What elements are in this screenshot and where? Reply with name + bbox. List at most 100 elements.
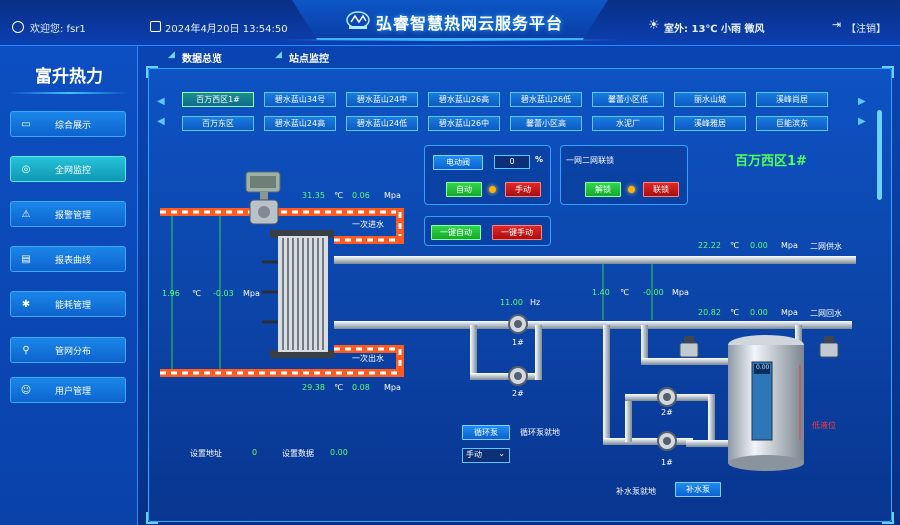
circulation-pump-2[interactable]	[508, 366, 528, 386]
set-address-value[interactable]: 0	[252, 448, 258, 457]
pump-frequency: 11.00	[500, 298, 523, 307]
press-unit: Mpa	[781, 308, 798, 317]
set-data-label: 设置数据	[282, 449, 314, 458]
circulation-pump-loop	[470, 325, 542, 380]
onekey-auto-button[interactable]: 一键自动	[431, 225, 481, 240]
station-button[interactable]: 溪峰雅居	[674, 116, 746, 131]
pump-mode-select[interactable]: 手动 ⌄	[462, 448, 510, 463]
unlock-button[interactable]: 解锁	[585, 182, 621, 197]
station-button[interactable]: 馨蕾小区低	[592, 92, 664, 107]
onekey-manual-button[interactable]: 一键手动	[492, 225, 542, 240]
panel-corner	[882, 512, 894, 524]
circulation-pump-status: 循环泵就地	[520, 428, 560, 437]
platform-logo-icon	[346, 11, 370, 29]
panel-corner	[146, 66, 158, 78]
plate-heat-exchanger	[262, 230, 334, 358]
station-button[interactable]: 水泥厂	[592, 116, 664, 131]
secondary-return-press: 0.00	[750, 308, 768, 317]
station-button[interactable]: 碧水蓝山26高	[428, 92, 500, 107]
sidebar-item-alarm[interactable]: ⚠报警管理	[10, 201, 126, 227]
title-underline	[280, 39, 620, 41]
temp-unit: ℃	[334, 383, 343, 392]
secondary-supply-press: 0.00	[750, 241, 768, 250]
circulation-pump-1-label: 1#	[512, 338, 524, 347]
press-unit: Mpa	[672, 288, 689, 297]
secondary-supply-pipe	[334, 256, 856, 264]
logout-icon[interactable]: ⇥	[832, 18, 842, 31]
valve-opening-value[interactable]: 0	[494, 155, 530, 169]
makeup-pump-status: 补水泵就地	[616, 487, 656, 496]
panel-corner	[882, 66, 894, 78]
sidebar-brand: 富升热力	[35, 67, 103, 87]
station-button[interactable]: 馨蕾小区高	[510, 116, 582, 131]
temp-unit: ℃	[192, 289, 201, 298]
makeup-pump-1[interactable]	[657, 431, 677, 451]
valve-manual-button[interactable]: 手动	[505, 182, 541, 197]
station-button[interactable]: 碧水蓝山26低	[510, 92, 582, 107]
interlock-title: 一网二网联锁	[566, 156, 614, 165]
brand-divider	[10, 92, 128, 94]
makeup-pump-button[interactable]: 补水泵	[675, 482, 721, 497]
station-button[interactable]: 碧水蓝山24中	[346, 92, 418, 107]
station-button[interactable]: 碧水蓝山26中	[428, 116, 500, 131]
tab-marker-icon: ◢	[275, 50, 282, 60]
station-prev-arrow-icon[interactable]: ◀	[157, 96, 165, 107]
logout-link[interactable]: 【注销】	[846, 24, 886, 35]
circulation-pump-2-label: 2#	[512, 389, 524, 398]
secondary-supply-temp: 22.22	[698, 241, 721, 250]
secondary-return-temp: 20.82	[698, 308, 721, 317]
valve-label-button[interactable]: 电动阀	[433, 155, 483, 170]
station-prev-arrow-icon[interactable]: ◀	[157, 116, 165, 127]
sidebar-item-users[interactable]: ☺用户管理	[10, 377, 126, 403]
circulation-pump-1[interactable]	[508, 314, 528, 334]
station-next-arrow-icon[interactable]: ▶	[858, 96, 866, 107]
page-title: 弘睿智慧热网云服务平台	[376, 14, 564, 33]
station-button[interactable]: 溪峰尚居	[756, 92, 828, 107]
set-data-value[interactable]: 0.00	[330, 448, 348, 457]
primary-left-temp: 1.96	[162, 289, 180, 298]
valve-auto-button[interactable]: 自动	[446, 182, 482, 197]
station-button[interactable]: 碧水蓝山34号	[264, 92, 336, 107]
temp-unit: ℃	[334, 191, 343, 200]
panel-corner	[146, 512, 158, 524]
datetime-text: 2024年4月20日 13:54:50	[165, 24, 288, 35]
makeup-pump-2[interactable]	[657, 387, 677, 407]
station-button[interactable]: 碧水蓝山24高	[264, 116, 336, 131]
makeup-valve-left[interactable]	[679, 336, 699, 358]
station-button[interactable]: 碧水蓝山24低	[346, 116, 418, 131]
station-button-selected[interactable]: 百万西区1#	[182, 92, 254, 107]
primary-out-press: 0.08	[352, 383, 370, 392]
calendar-icon	[150, 21, 161, 32]
primary-in-pipe	[160, 208, 404, 244]
sidebar-item-energy[interactable]: ✱能耗管理	[10, 291, 126, 317]
tank-alarm-text: 低液位	[812, 421, 836, 430]
water-tank	[728, 335, 804, 471]
tab-marker-icon: ◢	[168, 50, 175, 60]
tab-data-overview[interactable]: 数据总览	[182, 54, 222, 65]
station-next-arrow-icon[interactable]: ▶	[858, 116, 866, 127]
station-button[interactable]: 丽水山城	[674, 92, 746, 107]
alarm-icon: ⚠	[21, 208, 31, 220]
interlock-button[interactable]: 联锁	[643, 182, 679, 197]
sidebar-item-overview[interactable]: ▭综合展示	[10, 111, 126, 137]
tank-level-display: 0.00	[756, 364, 770, 371]
electric-valve[interactable]	[245, 171, 281, 225]
primary-out-pipe	[160, 345, 404, 377]
sidebar-item-report[interactable]: ▤报表曲线	[10, 246, 126, 272]
location-icon: ⚲	[22, 344, 30, 356]
monitor-icon: ▭	[21, 118, 31, 130]
tab-station-monitor[interactable]: 站点监控	[289, 54, 329, 65]
press-unit: Mpa	[384, 191, 401, 200]
sidebar-item-pipe-network[interactable]: ⚲管网分布	[10, 337, 126, 363]
sidebar-item-network-monitor[interactable]: ◎全网监控	[10, 156, 126, 182]
weather-text: 室外: 13℃ 小雨 微风	[664, 24, 765, 35]
press-unit: Mpa	[781, 241, 798, 250]
station-button[interactable]: 百万东区	[182, 116, 254, 131]
circulation-pump-button[interactable]: 循环泵	[462, 425, 510, 440]
primary-in-label: 一次进水	[352, 220, 384, 229]
welcome-text: 欢迎您: fsr1	[30, 24, 86, 35]
station-button[interactable]: 巨能滨东	[756, 116, 828, 131]
vertical-scrollbar[interactable]	[877, 110, 882, 200]
makeup-valve-right[interactable]	[819, 336, 839, 358]
freq-unit: Hz	[530, 298, 541, 307]
